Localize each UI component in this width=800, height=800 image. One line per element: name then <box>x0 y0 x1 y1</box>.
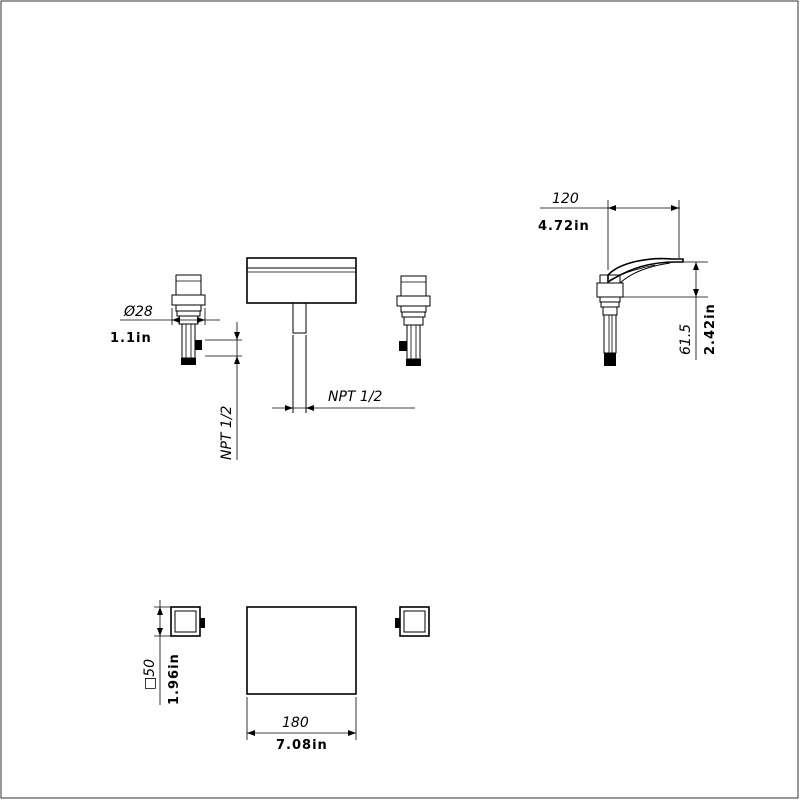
diameter-mm-label: Ø28 <box>123 304 153 320</box>
diameter-in-label: 1.1in <box>110 331 152 346</box>
vertical-thread-label: NPT 1/2 <box>219 405 235 460</box>
spout-width-mm-label: 180 <box>282 715 309 731</box>
spout-width-in-label: 7.08in <box>276 738 328 753</box>
right-handle-front <box>396 275 431 366</box>
vertical-thread-dimension: NPT 1/2 <box>205 322 242 460</box>
horizontal-thread-label: NPT 1/2 <box>328 389 383 405</box>
spout-top <box>246 606 357 695</box>
spout-reach-in-label: 4.72in <box>538 219 590 234</box>
spout-width-dimension: 180 7.08in <box>246 697 357 753</box>
right-handle-top <box>395 606 430 637</box>
horizontal-thread-dimension: NPT 1/2 <box>272 389 415 411</box>
diameter-dimension: Ø28 1.1in <box>110 304 220 346</box>
handle-square-in-label: 1.96in <box>167 653 182 705</box>
spout-reach-mm-label: 120 <box>552 191 579 207</box>
spout-side <box>596 257 684 366</box>
handle-square-mm-label: □50 <box>142 659 158 690</box>
spout-reach-dimension: 120 4.72in <box>538 191 680 270</box>
left-handle-front <box>171 274 206 365</box>
spout-height-mm-label: 61.5 <box>678 324 694 355</box>
spout-front <box>246 257 357 413</box>
spout-height-dimension: 61.5 2.42in <box>623 261 718 360</box>
handle-square-dimension: □50 1.96in <box>142 600 182 705</box>
spout-height-in-label: 2.42in <box>703 303 718 355</box>
left-handle-top <box>170 606 205 637</box>
